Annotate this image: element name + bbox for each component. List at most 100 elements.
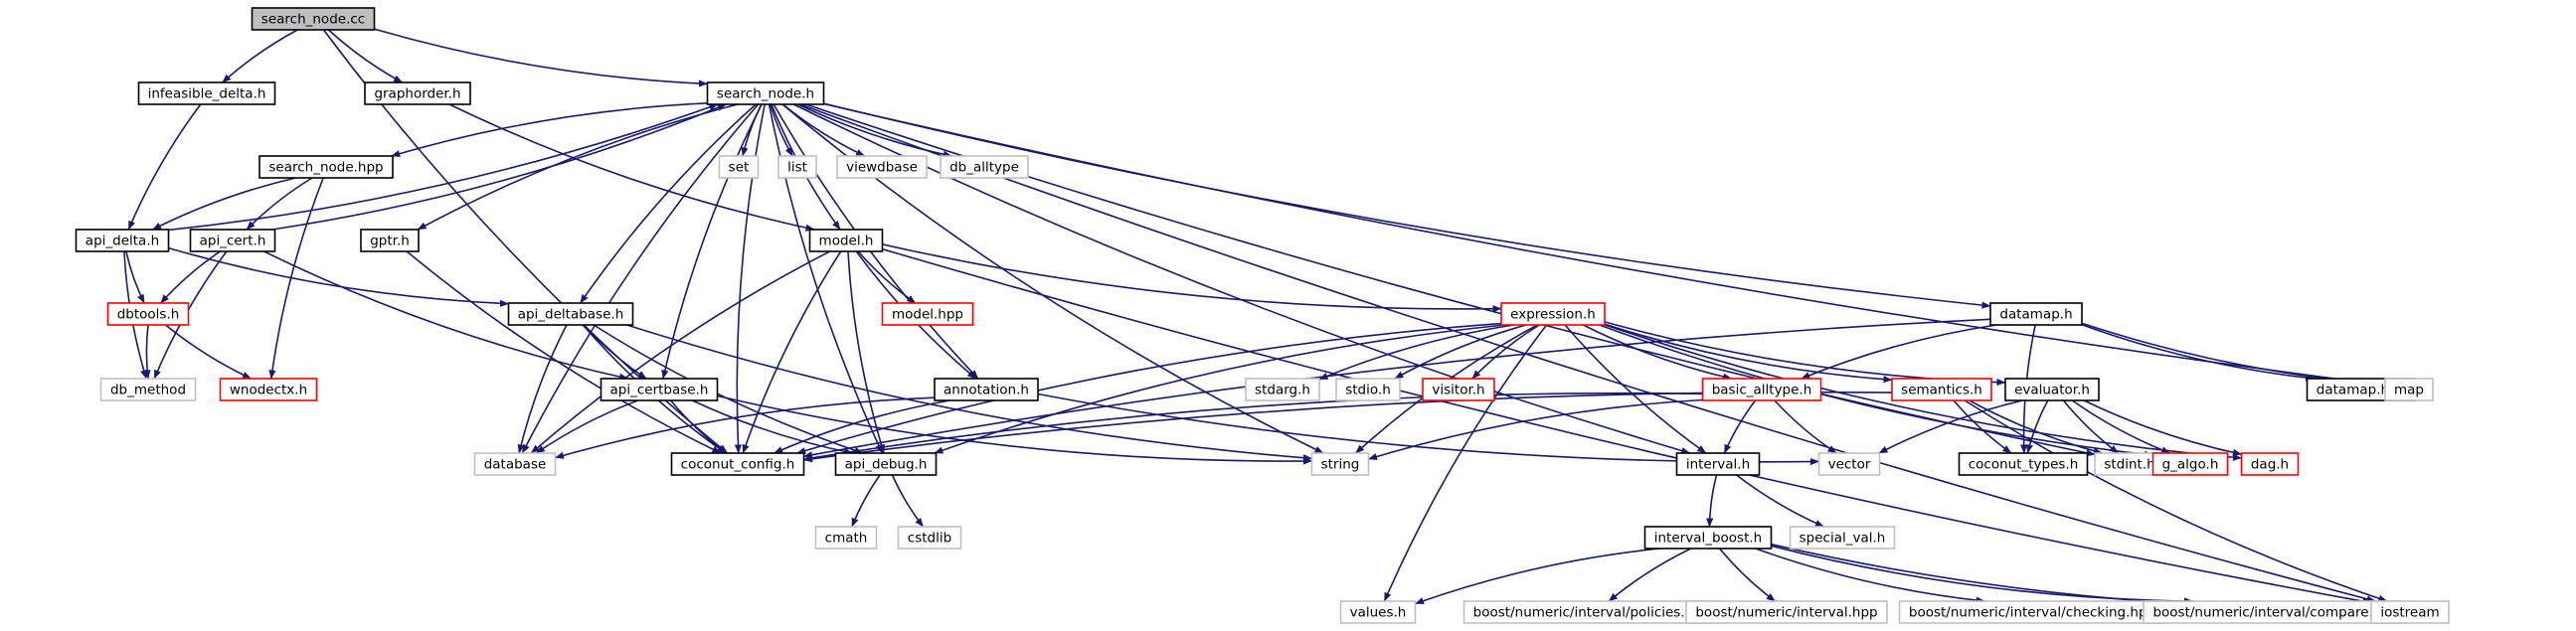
node-box <box>897 526 962 550</box>
node-label: database <box>484 457 547 473</box>
node-label: map <box>2394 383 2424 398</box>
node-stdio-h[interactable]: stdio.h <box>1335 378 1401 401</box>
node-label: string <box>1321 457 1360 473</box>
edge-search_node_cc-to-infeasible_delta_h <box>222 29 298 83</box>
node-label: interval.h <box>1686 457 1750 473</box>
node-iostream[interactable]: iostream <box>2370 600 2450 624</box>
edge-api_certbase_h-to-coconut_config_h <box>669 399 727 454</box>
node-box <box>777 155 817 179</box>
node-api-delta-h[interactable]: api_delta.h <box>75 229 170 252</box>
edge-dbtools_h-to-wnodectx_h <box>164 324 252 380</box>
node-coconut-config-h[interactable]: coconut_config.h <box>670 452 805 476</box>
node-label: graphorder.h <box>374 86 460 102</box>
node-api-deltabase-h[interactable]: api_deltabase.h <box>507 302 634 326</box>
node-box <box>507 302 634 326</box>
node-interval-h[interactable]: interval.h <box>1675 452 1761 476</box>
node-dbtools-h[interactable]: dbtools.h <box>106 302 190 326</box>
node-box <box>934 378 1039 401</box>
node-visitor-h[interactable]: visitor.h <box>1422 378 1495 401</box>
node-search-node-cc[interactable]: search_node.cc <box>251 7 376 31</box>
node-model-h[interactable]: model.h <box>808 229 884 252</box>
node-interval-boost-h[interactable]: interval_boost.h <box>1643 526 1773 550</box>
node-special-val-h[interactable]: special_val.h <box>1789 526 1896 550</box>
node-box <box>808 229 884 252</box>
node-label: boost/numeric/interval/compare.hpp <box>2152 605 2398 621</box>
node-label: interval_boost.h <box>1654 531 1762 547</box>
node-list[interactable]: list <box>777 155 817 179</box>
node-label: dag.h <box>2251 457 2289 473</box>
node-dag-h[interactable]: dag.h <box>2240 452 2300 476</box>
node-api-cert-h[interactable]: api_cert.h <box>189 229 276 252</box>
edge-datamap_h-to-datamap_hpp <box>2081 323 2316 382</box>
node-annotation-h[interactable]: annotation.h <box>934 378 1039 401</box>
node-interval-hpp[interactable]: boost/numeric/interval.hpp <box>1685 600 1888 624</box>
node-box <box>1245 378 1320 401</box>
node-label: api_deltabase.h <box>518 307 624 323</box>
node-g-algo-h[interactable]: g_algo.h <box>2151 452 2229 476</box>
node-set[interactable]: set <box>718 155 760 179</box>
node-string[interactable]: string <box>1310 452 1370 476</box>
node-box <box>881 302 974 326</box>
node-box <box>670 452 805 476</box>
node-policies-hpp[interactable]: boost/numeric/interval/policies.hpp <box>1462 600 1721 624</box>
node-box <box>360 229 420 252</box>
edge-api_delta_h-to-api_deltabase_h <box>168 246 509 307</box>
node-evaluator-h[interactable]: evaluator.h <box>2004 378 2100 401</box>
edge-search_node_h-to-db_alltype <box>797 103 952 158</box>
node-gptr-h[interactable]: gptr.h <box>360 229 420 252</box>
edge-interval_boost_h-to-checking_hpp <box>1755 548 1985 604</box>
edge-api_certbase_h-to-database <box>535 399 638 454</box>
node-label: model.hpp <box>892 307 963 323</box>
node-semantics-h[interactable]: semantics.h <box>1891 378 1992 401</box>
node-database[interactable]: database <box>473 452 557 476</box>
node-checking-hpp[interactable]: boost/numeric/interval/checking.hpp <box>1898 600 2166 624</box>
node-api-certbase-h[interactable]: api_certbase.h <box>600 378 719 401</box>
node-stdarg-h[interactable]: stdarg.h <box>1245 378 1320 401</box>
node-graphorder-h[interactable]: graphorder.h <box>364 81 471 105</box>
edge-expression_h-to-visitor_h <box>1471 324 1540 380</box>
node-vector[interactable]: vector <box>1817 452 1881 476</box>
node-search-node-hpp[interactable]: search_node.hpp <box>258 155 394 179</box>
edge-search_node_h-to-gptr_h <box>417 103 739 231</box>
node-cmath[interactable]: cmath <box>814 526 878 550</box>
node-cstdlib[interactable]: cstdlib <box>897 526 962 550</box>
node-expression-h[interactable]: expression.h <box>1500 302 1606 326</box>
edge-expression_h-to-api_debug_h <box>934 324 1505 454</box>
node-viewdbase[interactable]: viewdbase <box>836 155 928 179</box>
node-model-hpp[interactable]: model.hpp <box>881 302 974 326</box>
edge-search_node_h-to-viewdbase <box>781 103 866 157</box>
edge-graphorder_h-to-model_h <box>448 103 815 232</box>
node-values-h[interactable]: values.h <box>1339 600 1417 624</box>
edge-api_certbase_h-to-string <box>717 394 1312 465</box>
edge-api_delta_h-to-search_node_h <box>168 103 719 232</box>
node-api-debug-h[interactable]: api_debug.h <box>834 452 938 476</box>
edge-api_certbase_h-to-api_debug_h <box>692 399 854 455</box>
node-compare-hpp[interactable]: boost/numeric/interval/compare.hpp <box>2143 600 2409 624</box>
edge-api_debug_h-to-cmath <box>851 474 881 528</box>
edge-datamap_h-to-map <box>2081 322 2386 388</box>
node-map[interactable]: map <box>2384 378 2434 401</box>
node-stdint-h[interactable]: stdint.h <box>2094 452 2165 476</box>
node-db-alltype[interactable]: db_alltype <box>940 155 1029 179</box>
node-infeasible-delta-h[interactable]: infeasible_delta.h <box>137 81 276 105</box>
edge-expression_h-to-stdio_h <box>1394 324 1527 380</box>
node-box <box>1643 526 1773 550</box>
node-box <box>834 452 938 476</box>
node-basic-alltype-h[interactable]: basic_alltype.h <box>1701 378 1822 401</box>
node-datamap-h[interactable]: datamap.h <box>1989 302 2083 326</box>
node-box <box>189 229 276 252</box>
edge-dbtools_h-to-db_method <box>143 324 151 380</box>
node-label: cmath <box>825 531 868 547</box>
node-label: viewdbase <box>846 160 918 176</box>
edge-interval_h-to-interval_boost_h <box>1706 474 1718 528</box>
edge-expression_h-to-dag_h <box>1604 324 2242 461</box>
edge-api_deltabase_h-to-string <box>626 324 1312 462</box>
node-wnodectx-h[interactable]: wnodectx.h <box>219 378 318 401</box>
node-box <box>1422 378 1495 401</box>
node-db-method[interactable]: db_method <box>99 378 197 401</box>
node-box <box>1675 452 1761 476</box>
node-search-node-h[interactable]: search_node.h <box>706 81 825 105</box>
node-coconut-types-h[interactable]: coconut_types.h <box>1958 452 2089 476</box>
edge-search_node_h-to-map <box>823 102 2386 389</box>
